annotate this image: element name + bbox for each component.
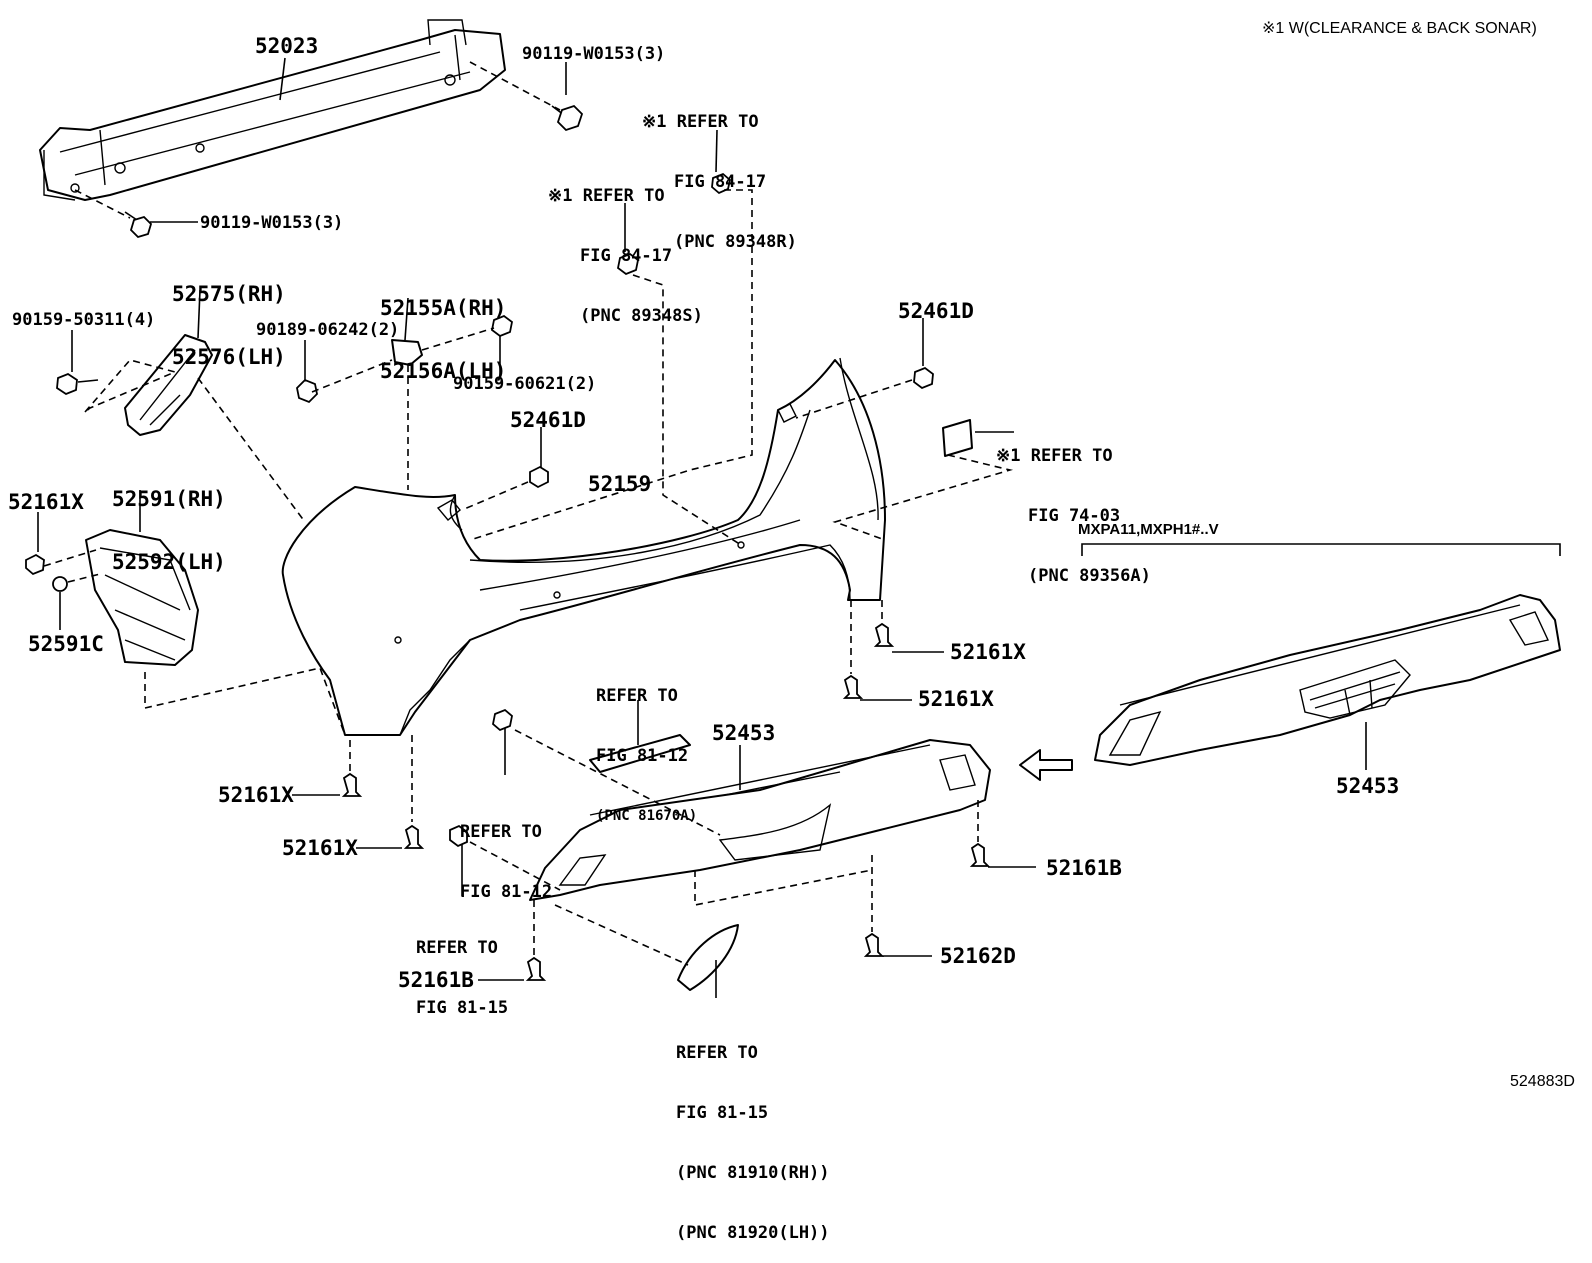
label-bolt-lower: 90119-W0153(3) — [200, 213, 344, 233]
refer-81670a: REFER TO FIG 81-12 (PNC 81670A) — [596, 686, 698, 824]
screw-60621-icon — [491, 314, 513, 338]
variant-diffuser — [1094, 594, 1561, 766]
refer-81-12: REFER TO FIG 81-12 — [460, 822, 553, 902]
label-guard: 52591(RH) 52592(LH) — [112, 487, 226, 574]
label-retainer: 52575(RH) 52576(LH) — [172, 282, 286, 369]
label-52159: 52159 — [588, 472, 652, 496]
reinforcement-bar — [39, 19, 506, 201]
reflector-upper — [589, 734, 691, 773]
refer-89348s: ※1 REFER TO FIG 84-17 (PNC 89348S) — [548, 186, 703, 326]
label-52162d: 52162D — [940, 944, 1016, 968]
bumper-cover — [281, 357, 886, 736]
label-52461d-top: 52461D — [898, 299, 974, 323]
label-52591c: 52591C — [28, 632, 104, 656]
label-52161x-r1: 52161X — [950, 640, 1026, 664]
label-screw-60621: 90159-60621(2) — [453, 374, 597, 394]
screw-81-12-icon — [492, 708, 513, 732]
grommet-52591c-icon — [52, 576, 68, 592]
clip-52461d-mid-icon — [529, 465, 549, 489]
sonar-note: ※1 W(CLEARANCE & BACK SONAR) — [1262, 20, 1537, 37]
clip-52161x-b2-icon — [403, 824, 425, 849]
direction-arrow-icon — [1019, 749, 1073, 781]
clip-52162d-icon — [863, 932, 885, 957]
side-bracket — [391, 339, 423, 366]
clip-52161x-r1-icon — [873, 622, 895, 647]
clip-52161x-left-icon — [25, 553, 45, 576]
label-clip-06242: 90189-06242(2) — [256, 320, 400, 340]
label-bracket: 52155A(RH) 52156A(LH) — [380, 296, 507, 383]
reflector-lower — [677, 924, 739, 991]
lower-diffuser — [529, 739, 991, 901]
parts-diagram — [25, 19, 1561, 998]
clip-52161x-b1-icon — [341, 772, 363, 797]
bolt-upper-icon — [551, 104, 584, 132]
refer-81910: REFER TO FIG 81-15 (PNC 81910(RH)) (PNC … — [676, 1043, 830, 1243]
sonar-cover-icon — [942, 419, 973, 457]
label-52161x-b1: 52161X — [218, 783, 294, 807]
clip-52161b-right-icon — [969, 842, 991, 867]
label-52161x-left: 52161X — [8, 490, 84, 514]
label-52023: 52023 — [255, 34, 319, 58]
screw-81-15-icon — [449, 824, 468, 848]
mud-guard — [85, 529, 199, 666]
refer-89356a: ※1 REFER TO FIG 74-03 (PNC 89356A) — [996, 446, 1151, 586]
label-52161b-right: 52161B — [1046, 856, 1122, 880]
clip-52161b-left-icon — [525, 956, 547, 981]
label-52461d-mid: 52461D — [510, 408, 586, 432]
label-52161b-left: 52161B — [398, 968, 474, 992]
refer-81-15: REFER TO FIG 81-15 — [416, 938, 509, 1018]
bolt-lower-icon — [124, 211, 153, 239]
refer-89348r: ※1 REFER TO FIG 84-17 (PNC 89348R) — [642, 112, 797, 252]
diagram-id: 524883D — [1510, 1073, 1575, 1090]
label-screw-50311: 90159-50311(4) — [12, 310, 156, 330]
retainer-bracket — [124, 334, 213, 436]
clip-52461d-top-icon — [913, 366, 934, 390]
label-52161x-b2: 52161X — [282, 836, 358, 860]
sonar-clip-s-icon — [617, 252, 639, 276]
variant-label: MXPA11,MXPH1#..V — [1078, 521, 1219, 538]
sonar-clip-r-icon — [711, 172, 731, 195]
label-52453-right: 52453 — [1336, 774, 1400, 798]
screw-50311-icon — [56, 372, 99, 396]
label-bolt-upper: 90119-W0153(3) — [522, 44, 666, 64]
clip-52161x-r2-icon — [842, 674, 864, 699]
label-52453-center: 52453 — [712, 721, 776, 745]
label-52161x-r2: 52161X — [918, 687, 994, 711]
